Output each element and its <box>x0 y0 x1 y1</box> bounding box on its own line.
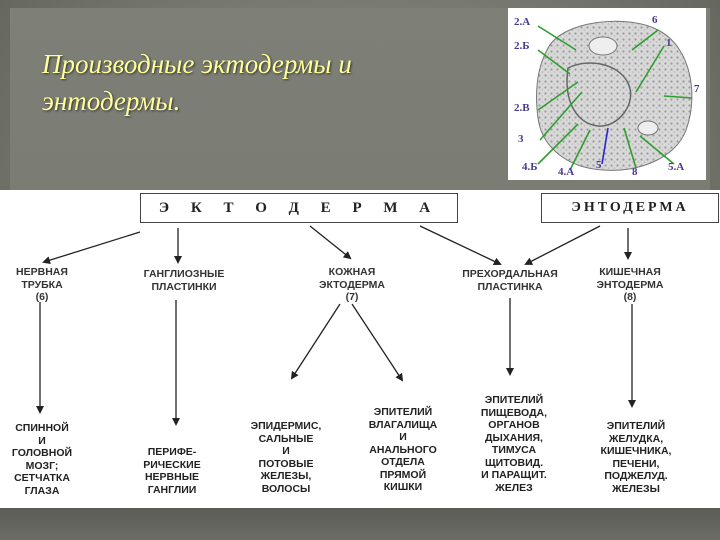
node-line: (8) <box>623 291 637 303</box>
arrow-to-neural-tube <box>42 231 141 265</box>
leaf-line: ГЛАЗА <box>24 484 60 497</box>
leaf-esophagus-epithelium: ЭПИТЕЛИЙ ПИЩЕВОДА, ОРГАНОВ ДЫХАНИЯ, ТИМУ… <box>458 394 570 494</box>
leaf-line: ЖЕЛЕЗ <box>495 481 533 494</box>
photo-label-5a: 5.А <box>668 161 684 173</box>
leaf-line: И <box>282 445 290 457</box>
photo-label-3: 3 <box>518 133 524 145</box>
micrograph-svg: 2.А 6 2.Б 1 7 2.В 3 4.Б 4.А 5 8 5.А <box>514 14 700 178</box>
leaf-line: СПИННОЙ <box>15 422 69 434</box>
bottom-strip <box>0 508 720 540</box>
blue-pointer-line <box>601 127 609 165</box>
leaf-vaginal-anal-epithelium: ЭПИТЕЛИЙ ВЛАГАЛИЩА И АНАЛЬНОГО ОТДЕЛА ПР… <box>348 406 458 494</box>
arrow-endo-to-prechordal <box>524 225 601 265</box>
leaf-line: И ПАРАЩИТ. <box>481 469 547 481</box>
node-line: КИШЕЧНАЯ <box>599 266 661 278</box>
leaf-line: РИЧЕСКИЕ <box>143 458 201 471</box>
leaf-line: ПОДЖЕЛУД. <box>604 470 668 482</box>
leaf-line: ЭПИТЕЛИЙ <box>606 420 666 432</box>
leaf-line: ЩИТОВИД. <box>484 456 544 469</box>
leaf-epidermis: ЭПИДЕРМИС, САЛЬНЫЕ И ПОТОВЫЕ ЖЕЛЕЗЫ, ВОЛ… <box>234 420 338 495</box>
leaf-line: ДЫХАНИЯ, <box>485 431 543 444</box>
leaf-spinal-brain: СПИННОЙ И ГОЛОВНОЙ МОЗГ; СЕТЧАТКА ГЛАЗА <box>2 422 82 497</box>
embryo-micrograph: 2.А 6 2.Б 1 7 2.В 3 4.Б 4.А 5 8 5.А <box>508 8 706 180</box>
leaf-line: ПЕРИФЕ- <box>147 446 197 458</box>
node-ganglion-plates: ГАНГЛИОЗНЫЕ ПЛАСТИНКИ <box>124 268 244 293</box>
leaf-line: САЛЬНЫЕ <box>258 432 314 445</box>
photo-label-6: 6 <box>652 14 658 26</box>
diagram-panel <box>0 190 720 508</box>
photo-label-7: 7 <box>694 83 700 95</box>
node-line: (6) <box>35 291 49 303</box>
green-pointer-lines <box>537 25 693 171</box>
leaf-line: ПЕЧЕНИ, <box>612 457 660 470</box>
leaf-line: ПИЩЕВОДА, <box>480 406 548 419</box>
leaf-line: ВЛАГАЛИЩА <box>368 418 438 431</box>
node-line: КОЖНАЯ <box>328 266 376 278</box>
leaf-line: ЖЕЛУДКА, <box>608 432 664 445</box>
ectoderm-box: Э К Т О Д Е Р М А <box>140 193 458 223</box>
node-line: ЭКТОДЕРМА <box>319 278 385 291</box>
endoderm-box: ЭНТОДЕРМА <box>541 193 719 223</box>
node-intestinal-endoderm: КИШЕЧНАЯ ЭНТОДЕРМА (8) <box>580 266 680 304</box>
leaf-line: ГАНГЛИИ <box>147 483 197 496</box>
leaf-line: ЖЕЛЕЗЫ <box>612 482 660 495</box>
arrow-to-skin-ectoderm <box>309 225 352 260</box>
leaf-line: ЖЕЛЕЗЫ, <box>260 470 312 482</box>
leaf-line: ЭПИДЕРМИС, <box>250 420 322 432</box>
node-line: ЭНТОДЕРМА <box>596 278 664 291</box>
node-line: ТРУБКА <box>21 278 63 291</box>
node-line: ПЛАСТИНКИ <box>151 280 217 293</box>
leaf-peripheral-ganglia: ПЕРИФЕ- РИЧЕСКИЕ НЕРВНЫЕ ГАНГЛИИ <box>122 446 222 496</box>
photo-label-1: 1 <box>666 37 672 49</box>
arrow-to-vaginal-epithelium <box>351 303 404 382</box>
node-line: ПЛАСТИНКА <box>477 280 543 293</box>
photo-label-4a: 4.А <box>558 166 574 178</box>
leaf-line: МОЗГ; <box>25 459 59 472</box>
title-line-2: энтодермы. <box>42 86 181 116</box>
node-skin-ectoderm: КОЖНАЯ ЭКТОДЕРМА (7) <box>300 266 404 304</box>
leaf-line: И <box>399 431 407 443</box>
photo-label-2v: 2.В <box>514 102 530 114</box>
leaf-line: И <box>38 434 46 447</box>
photo-label-2b: 2.Б <box>514 40 530 52</box>
leaf-line: ТИМУСА <box>491 444 537 456</box>
leaf-line: АНАЛЬНОГО <box>369 443 437 456</box>
arrow-ecto-to-prechordal <box>419 225 502 266</box>
leaf-line: ПРЯМОЙ <box>379 468 427 481</box>
arrow-to-epidermis <box>290 303 341 380</box>
title-line-1: Производные эктодермы и <box>42 49 352 79</box>
leaf-line: ЭПИТЕЛИЙ <box>484 394 544 406</box>
node-line: ПРЕХОРДАЛЬНАЯ <box>462 268 558 280</box>
photo-label-2a: 2.А <box>514 16 530 28</box>
leaf-line: ГОЛОВНОЙ <box>11 447 73 459</box>
photo-label-4b: 4.Б <box>522 161 538 173</box>
photo-label-5: 5 <box>596 159 602 171</box>
leaf-line: ОТДЕЛА <box>381 456 425 468</box>
slide-title: Производные эктодермы и энтодермы. <box>42 46 482 120</box>
leaf-line: ВОЛОСЫ <box>261 482 311 495</box>
leaf-stomach-epithelium: ЭПИТЕЛИЙ ЖЕЛУДКА, КИШЕЧНИКА, ПЕЧЕНИ, ПОД… <box>584 420 688 495</box>
node-line: ГАНГЛИОЗНЫЕ <box>143 268 225 280</box>
leaf-line: НЕРВНЫЕ <box>144 471 200 483</box>
node-neural-tube: НЕРВНАЯ ТРУБКА (6) <box>2 266 82 304</box>
node-prechordal-plate: ПРЕХОРДАЛЬНАЯ ПЛАСТИНКА <box>444 268 576 293</box>
leaf-line: КИШКИ <box>383 481 423 493</box>
node-line: (7) <box>345 291 359 303</box>
leaf-line: ЭПИТЕЛИЙ <box>373 406 433 418</box>
leaf-line: СЕТЧАТКА <box>14 472 70 484</box>
node-line: НЕРВНАЯ <box>16 266 68 278</box>
leaf-line: ПОТОВЫЕ <box>258 457 314 470</box>
leaf-line: КИШЕЧНИКА, <box>600 445 672 457</box>
leaf-line: ОРГАНОВ <box>488 419 540 431</box>
photo-label-8: 8 <box>632 166 638 178</box>
